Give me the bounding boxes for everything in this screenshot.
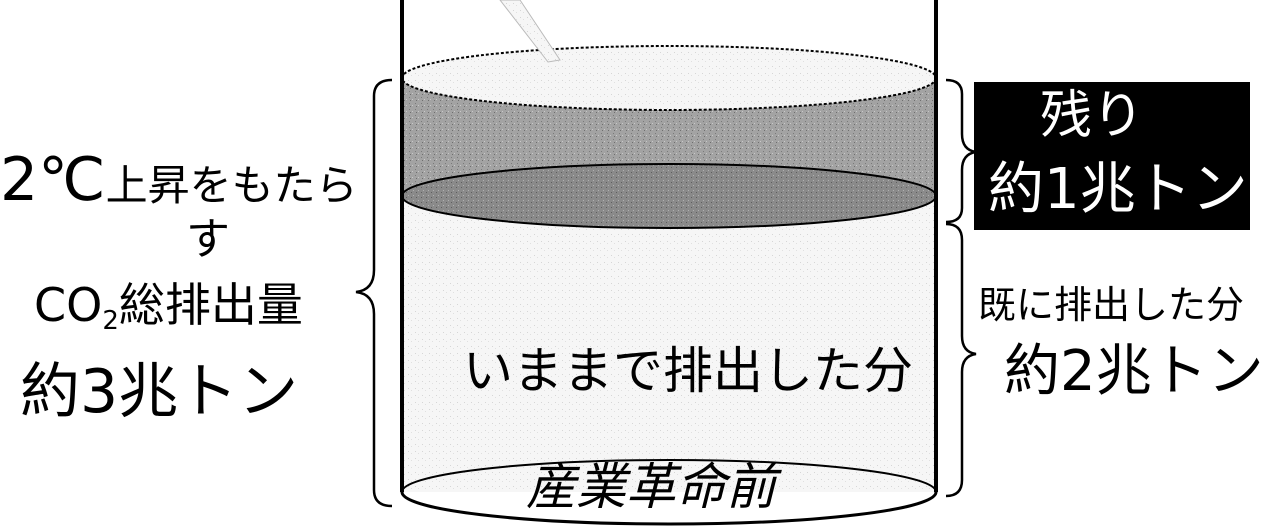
remaining-box: [974, 82, 1250, 230]
total-co2-label: CO2総排出量: [34, 282, 303, 334]
right-brace-remaining: [945, 78, 977, 224]
total-emissions-text: 総排出量: [118, 278, 303, 332]
emitted-so-far-label: いままで排出した分: [463, 342, 913, 400]
liquid-surface: [401, 163, 937, 229]
target-warming-label: 2℃上昇をもたら: [0, 150, 358, 210]
right-brace-emitted: [945, 222, 977, 498]
bottom-rim: [400, 491, 938, 526]
left-brace: [355, 78, 393, 508]
total-amount: 約3兆トン: [20, 357, 299, 427]
cylinder-interior: [402, 196, 936, 492]
co2-subscript: 2: [102, 306, 119, 336]
top-rim: [401, 45, 937, 111]
pre-industrial-label: 産業革命前: [526, 458, 776, 516]
warming-text-continued: す: [186, 214, 230, 265]
emitted-label: 既に排出した分: [978, 283, 1245, 327]
pour-stream: [499, 0, 561, 63]
warming-degree: 2℃: [0, 145, 106, 215]
warming-text: 上昇をもたら: [105, 161, 358, 210]
remaining-amount: 約1兆トン: [988, 157, 1248, 222]
co2-co: CO: [34, 278, 103, 332]
emitted-amount: 約2兆トン: [1004, 339, 1264, 404]
remaining-label: 残り: [1040, 86, 1145, 146]
